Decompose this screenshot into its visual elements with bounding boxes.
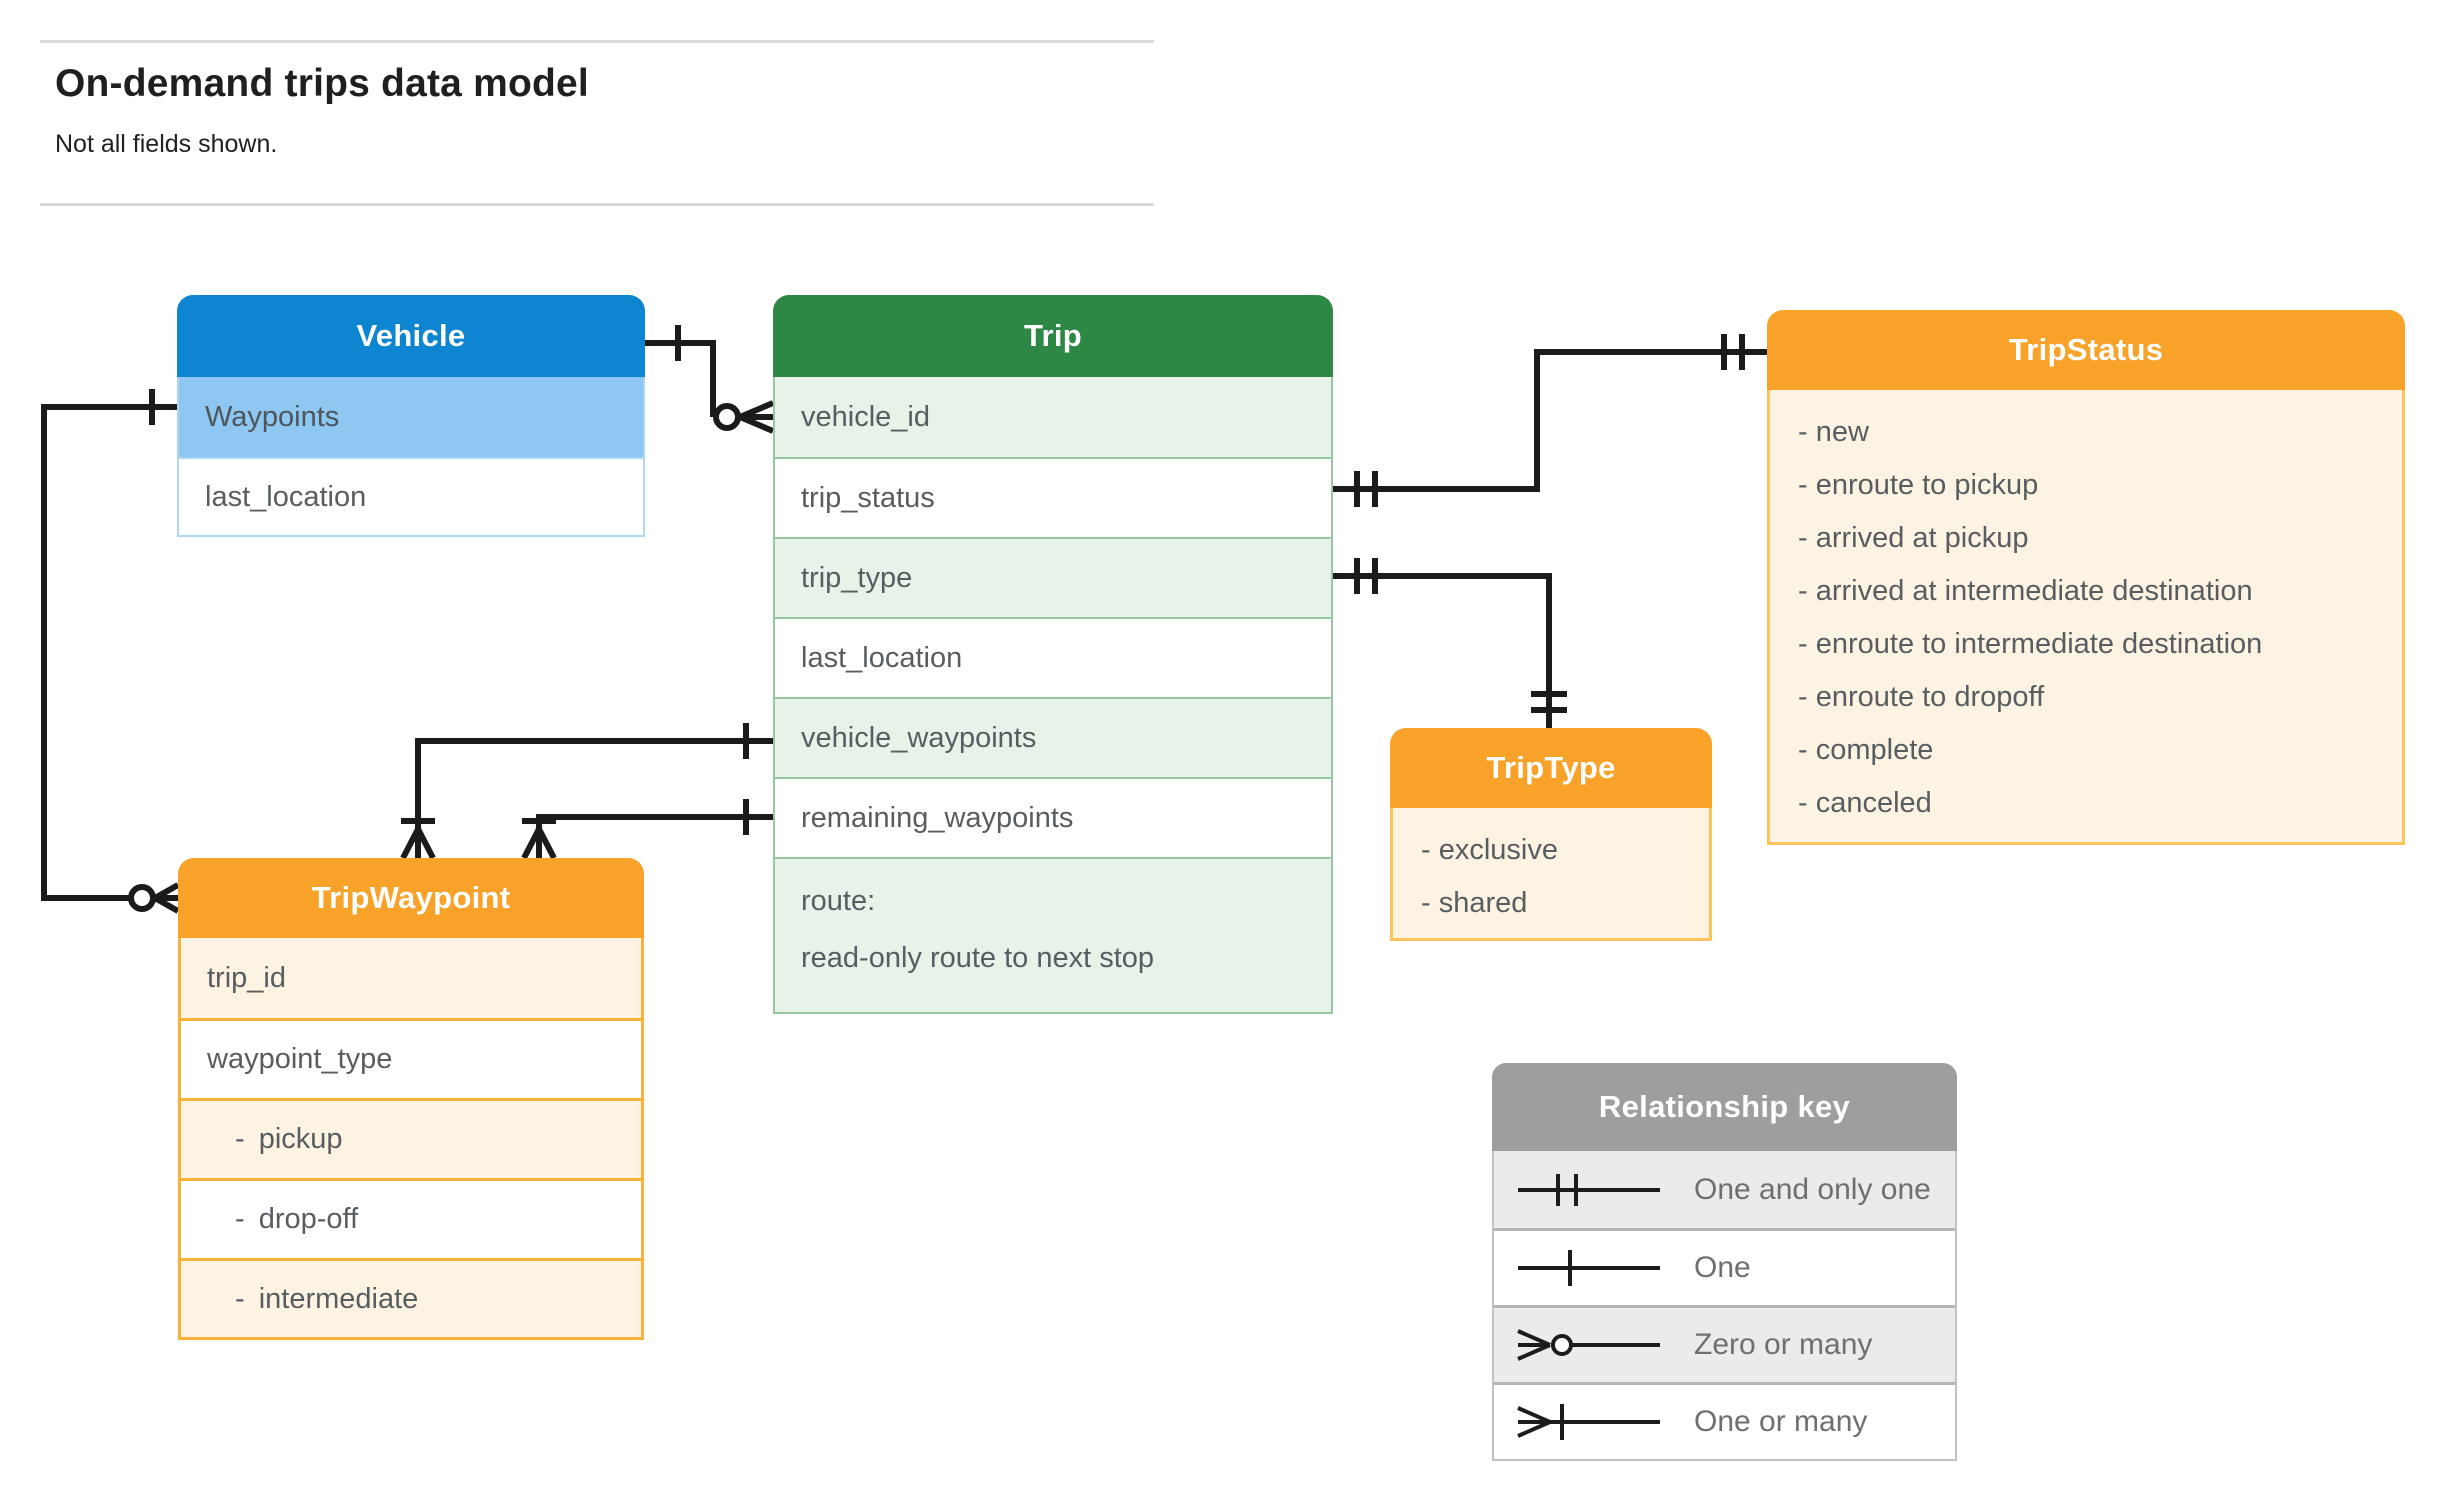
legend-row-one: One [1494,1228,1955,1305]
field-last-location: last_location [775,617,1331,697]
field-waypoints: Waypoints [179,377,643,457]
crow-foot-icon [153,882,180,914]
legend-label: One [1694,1251,1751,1284]
field-vehicle-id: vehicle_id [775,377,1331,457]
waypoint-value-intermediate: - intermediate [181,1258,641,1337]
entity-trip: Trip vehicle_id trip_status trip_type la… [773,295,1333,1014]
connector-vehicle-to-trip [645,325,775,434]
connector-triptype [1333,558,1567,728]
field-route: route: read-only route to next stop [775,857,1331,1012]
tripstatus-values: - new - enroute to pickup - arrived at p… [1770,390,2402,842]
zero-or-many-icon [1517,1329,1660,1361]
connector-vehicle-waypoints-to-tripwaypoint [41,389,180,914]
status-value: - enroute to dropoff [1798,681,2045,713]
one-and-only-one-ticks [1721,334,1745,370]
field-trip-status: trip_status [775,457,1331,537]
field-vehicle-waypoints: vehicle_waypoints [775,697,1331,777]
one-or-many-icon [1517,1404,1660,1440]
legend-row-one-or-many: One or many [1494,1382,1955,1459]
relationship-key: Relationship key One and only one One [1492,1063,1957,1461]
entity-trip-title: Trip [773,295,1333,377]
entity-tripstatus: TripStatus - new - enroute to pickup - a… [1767,310,2405,845]
entity-vehicle: Vehicle Waypoints last_location [177,295,645,537]
entity-tripwaypoint: TripWaypoint trip_id waypoint_type - pic… [178,858,644,1340]
entity-tripstatus-title: TripStatus [1767,310,2405,390]
entity-tripwaypoint-title: TripWaypoint [178,858,644,938]
waypoint-value-pickup: - pickup [181,1098,641,1178]
entity-triptype: TripType - exclusive - shared [1390,728,1712,941]
type-value: - shared [1421,887,1528,919]
crow-foot-icon [521,827,557,860]
status-value: - canceled [1798,787,1932,819]
one-and-only-one-ticks [1531,691,1567,713]
field-last-location: last_location [179,457,643,535]
crow-foot-icon [400,827,436,860]
top-divider [40,40,1154,43]
connector-remaining-waypoints-field [521,799,773,860]
status-value: - arrived at pickup [1798,522,2029,554]
type-value: - exclusive [1421,834,1558,866]
field-waypoint-type: waypoint_type [181,1018,641,1098]
legend-label: Zero or many [1694,1328,1873,1361]
status-value: - complete [1798,734,1934,766]
zero-circle [713,403,741,431]
one-and-only-one-ticks [1354,471,1378,507]
page-title: On-demand trips data model [55,62,589,105]
zero-circle [128,884,156,912]
legend-label: One or many [1694,1405,1868,1438]
route-label: route: [801,885,876,917]
legend-label: One and only one [1694,1172,1931,1206]
status-value: - new [1798,416,1869,448]
one-icon [1518,1250,1660,1286]
connector-vehicle-waypoints-field [400,723,773,860]
status-value: - arrived at intermediate destination [1798,575,2253,607]
status-value: - enroute to pickup [1798,469,2039,501]
entity-triptype-title: TripType [1390,728,1712,808]
one-and-only-one-icon [1518,1173,1660,1206]
legend-row-one-and-only-one: One and only one [1494,1151,1955,1228]
entity-vehicle-title: Vehicle [177,295,645,377]
route-description: read-only route to next stop [801,942,1155,974]
crow-foot-icon [738,400,775,434]
legend-row-zero-or-many: Zero or many [1494,1305,1955,1382]
triptype-values: - exclusive - shared [1393,808,1709,938]
field-remaining-waypoints: remaining_waypoints [775,777,1331,857]
status-value: - enroute to intermediate destination [1798,628,2263,660]
page-subtitle: Not all fields shown. [55,130,278,158]
one-and-only-one-ticks [1354,558,1378,594]
title-divider [40,203,1154,206]
field-trip-id: trip_id [181,938,641,1018]
waypoint-value-dropoff: - drop-off [181,1178,641,1258]
field-trip-type: trip_type [775,537,1331,617]
connector-tripstatus [1333,334,1767,507]
relationship-key-title: Relationship key [1492,1063,1957,1151]
